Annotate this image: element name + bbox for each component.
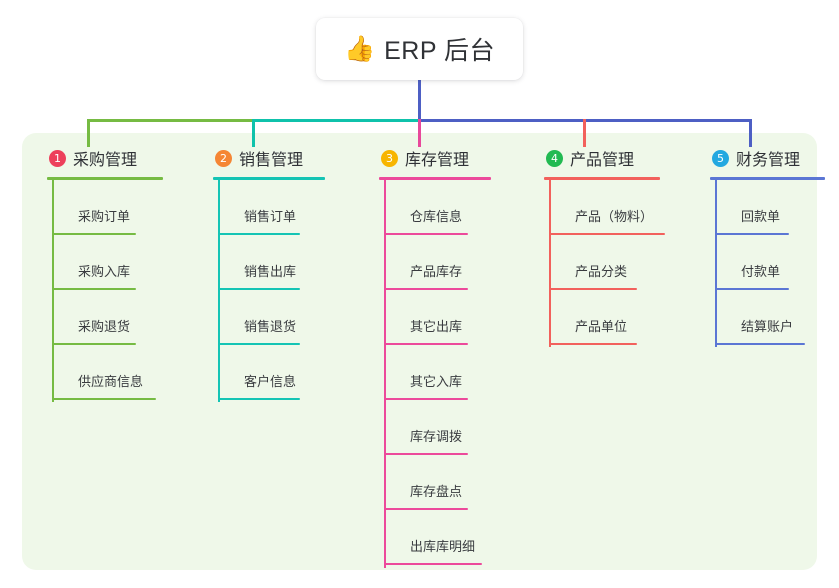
branch-header-5[interactable]: 5 财务管理 xyxy=(697,146,800,170)
leaf-item-underline xyxy=(549,233,665,235)
leaf-item-label: 产品单位 xyxy=(575,319,628,334)
root-node[interactable]: 👍 ERP 后台 xyxy=(316,18,523,80)
leaf-item-label: 销售订单 xyxy=(244,209,297,224)
leaf-item-label: 结算账户 xyxy=(741,319,794,334)
branch-number-badge: 1 xyxy=(49,149,66,167)
leaf-item-underline xyxy=(384,508,468,510)
branch-number-badge: 3 xyxy=(381,149,398,167)
branch-column-4[interactable]: 4 产品管理产品（物料） 产品分类产品单位 xyxy=(531,146,665,347)
leaf-item-underline xyxy=(52,233,136,235)
thumbs-up-icon: 👍 xyxy=(343,34,376,63)
leaf-item-label: 回款单 xyxy=(741,209,781,224)
leaf-item-underline xyxy=(384,233,468,235)
leaf-item-label: 产品分类 xyxy=(575,264,628,279)
branch-underline xyxy=(710,177,825,180)
drop-line-5 xyxy=(749,119,752,147)
branch-column-5[interactable]: 5 财务管理回款单付款单结算账户 xyxy=(697,146,825,347)
root-title: ERP 后台 xyxy=(384,37,496,65)
leaf-item-label: 客户信息 xyxy=(244,374,297,389)
leaf-item-label: 供应商信息 xyxy=(78,374,144,389)
branch-title: 采购管理 xyxy=(73,152,138,169)
drop-line-4 xyxy=(583,119,586,147)
branch-column-3[interactable]: 3 库存管理仓库信息产品库存其它出库其它入库库存调拨库存盘点出库库明细 xyxy=(366,146,491,568)
leaf-item-label: 产品（物料） xyxy=(575,209,654,224)
branch-title: 库存管理 xyxy=(405,152,470,169)
branch-spine xyxy=(549,180,551,347)
branch-number-badge: 5 xyxy=(712,149,729,167)
leaf-item-underline xyxy=(549,343,637,345)
branch-spine xyxy=(52,180,54,402)
leaf-item-underline xyxy=(715,288,789,290)
root-trunk-line xyxy=(418,80,421,122)
leaf-item-underline xyxy=(384,288,468,290)
branch-header-3[interactable]: 3 库存管理 xyxy=(366,146,469,170)
leaf-item-label: 销售出库 xyxy=(244,264,297,279)
leaf-item-underline xyxy=(218,233,300,235)
leaf-item-underline xyxy=(218,288,300,290)
branch-header-1[interactable]: 1 采购管理 xyxy=(34,146,137,170)
leaf-item-underline xyxy=(384,563,482,565)
branch-underline xyxy=(47,177,163,180)
drop-line-1 xyxy=(87,119,90,147)
leaf-item-underline xyxy=(218,398,300,400)
drop-line-2 xyxy=(252,119,255,147)
leaf-item-label: 库存盘点 xyxy=(410,484,463,499)
branch-title: 产品管理 xyxy=(570,152,635,169)
branch-underline xyxy=(379,177,491,180)
branch-column-2[interactable]: 2 销售管理销售订单销售出库销售退货客户信息 xyxy=(200,146,325,402)
diagram-panel xyxy=(22,133,817,570)
branch-header-4[interactable]: 4 产品管理 xyxy=(531,146,634,170)
leaf-item-underline xyxy=(384,343,468,345)
leaf-item-underline xyxy=(52,398,156,400)
leaf-item-label: 仓库信息 xyxy=(410,209,463,224)
branch-header-2[interactable]: 2 销售管理 xyxy=(200,146,303,170)
leaf-item-underline xyxy=(715,233,789,235)
leaf-item-underline xyxy=(52,343,136,345)
leaf-item-underline xyxy=(549,288,637,290)
branch-column-1[interactable]: 1 采购管理采购订单采购入库采购退货供应商信息 xyxy=(34,146,163,402)
branch-title: 销售管理 xyxy=(239,152,304,169)
branch-spine xyxy=(384,180,386,568)
leaf-item-underline xyxy=(384,453,468,455)
leaf-item-label: 付款单 xyxy=(741,264,781,279)
branch-number-badge: 4 xyxy=(546,149,563,167)
leaf-item-underline xyxy=(384,398,468,400)
leaf-item-label: 销售退货 xyxy=(244,319,297,334)
leaf-item-underline xyxy=(715,343,805,345)
branch-number-badge: 2 xyxy=(215,149,232,167)
branch-spine xyxy=(218,180,220,402)
leaf-item-label: 产品库存 xyxy=(410,264,463,279)
leaf-item-label: 其它入库 xyxy=(410,374,463,389)
leaf-item-label: 采购退货 xyxy=(78,319,131,334)
bus-segment-teal xyxy=(252,119,419,122)
leaf-item-label: 库存调拨 xyxy=(410,429,463,444)
leaf-item-label: 采购入库 xyxy=(78,264,131,279)
branch-title: 财务管理 xyxy=(736,152,801,169)
branch-spine xyxy=(715,180,717,347)
leaf-item-label: 其它出库 xyxy=(410,319,463,334)
bus-segment-green xyxy=(87,119,253,122)
leaf-item-label: 采购订单 xyxy=(78,209,131,224)
drop-line-3 xyxy=(418,119,421,147)
leaf-item-underline xyxy=(218,343,300,345)
leaf-item-label: 出库库明细 xyxy=(410,539,476,554)
branch-underline xyxy=(213,177,325,180)
branch-underline xyxy=(544,177,660,180)
leaf-item-underline xyxy=(52,288,136,290)
